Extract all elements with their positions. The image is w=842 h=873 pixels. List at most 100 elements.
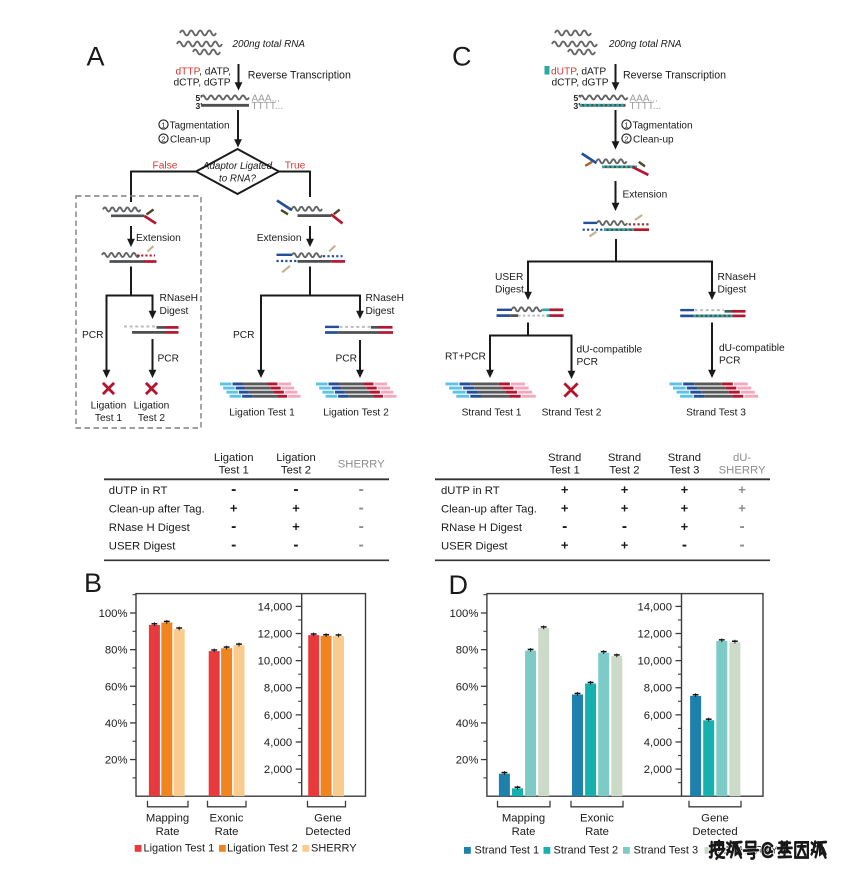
svg-text:Tagmentation: Tagmentation (170, 121, 230, 132)
svg-text:60%: 60% (105, 681, 128, 693)
svg-text:True: True (285, 161, 306, 172)
svg-text:8,000: 8,000 (264, 683, 292, 695)
svg-text:B: B (84, 568, 102, 598)
svg-text:-: - (231, 481, 236, 498)
svg-text:200ng total RNA: 200ng total RNA (608, 39, 682, 50)
svg-text:200ng total RNA: 200ng total RNA (232, 39, 306, 50)
svg-text:Digest: Digest (160, 306, 189, 317)
svg-text:dU-compatible: dU-compatible (577, 345, 643, 356)
svg-text:USER: USER (495, 272, 523, 283)
svg-text:4,000: 4,000 (264, 737, 292, 749)
svg-text:-: - (359, 518, 364, 535)
svg-text:Extension: Extension (257, 233, 302, 244)
svg-text:Reverse Transcription: Reverse Transcription (623, 70, 726, 82)
svg-text:1: 1 (624, 120, 628, 129)
svg-text:AAA...: AAA... (252, 94, 280, 105)
svg-text:Digest: Digest (366, 306, 395, 317)
svg-text:60%: 60% (456, 681, 479, 693)
svg-text:+: + (621, 482, 629, 497)
svg-text:+: + (292, 519, 300, 534)
svg-text:dU-: dU- (733, 452, 751, 464)
svg-text:dCTP, dGTP: dCTP, dGTP (552, 78, 609, 89)
svg-text:-: - (231, 518, 236, 535)
svg-text:PCR: PCR (577, 357, 599, 368)
svg-text:PCR: PCR (233, 330, 255, 341)
svg-text:Clean-up after Tag.: Clean-up after Tag. (109, 503, 205, 515)
svg-text:Clean-up: Clean-up (170, 135, 211, 146)
svg-text:80%: 80% (456, 645, 479, 657)
svg-text:-: - (231, 537, 236, 554)
svg-text:Strand Test 3: Strand Test 3 (686, 408, 746, 419)
svg-text:+: + (738, 500, 746, 515)
svg-text:Reverse Transcription: Reverse Transcription (248, 70, 351, 82)
svg-text:Extension: Extension (623, 190, 668, 201)
svg-text:Strand Test 1: Strand Test 1 (475, 845, 540, 857)
svg-text:Ligation: Ligation (276, 452, 316, 464)
svg-text:+: + (292, 500, 300, 515)
svg-text:3': 3' (574, 101, 581, 111)
svg-text:-: - (293, 537, 298, 554)
svg-text:+: + (738, 482, 746, 497)
svg-text:-: - (562, 518, 567, 535)
svg-text:Extension: Extension (136, 233, 181, 244)
svg-text:D: D (449, 570, 469, 600)
svg-text:SHERRY: SHERRY (719, 465, 766, 477)
svg-text:RNaseH: RNaseH (718, 272, 757, 283)
svg-text:Ligation Test 1: Ligation Test 1 (229, 408, 295, 419)
svg-text:1: 1 (161, 120, 165, 129)
svg-text:Exonic: Exonic (210, 813, 244, 825)
svg-text:RNase H Digest: RNase H Digest (109, 522, 191, 534)
svg-text:100%: 100% (449, 608, 478, 620)
svg-text:Strand Test 1: Strand Test 1 (462, 408, 522, 419)
svg-text:USER Digest: USER Digest (441, 541, 508, 553)
svg-text:14,000: 14,000 (637, 601, 672, 613)
svg-text:Test 2: Test 2 (609, 465, 639, 477)
svg-text:Detected: Detected (305, 826, 350, 838)
svg-text:+: + (621, 538, 629, 553)
svg-text:-: - (359, 499, 364, 516)
svg-text:Test 3: Test 3 (669, 465, 699, 477)
svg-text:+: + (681, 519, 689, 534)
svg-text:dTTP, dATP,: dTTP, dATP, (176, 67, 232, 78)
svg-text:6,000: 6,000 (264, 710, 292, 722)
svg-text:TTTT...: TTTT... (252, 101, 284, 112)
svg-text:+: + (561, 538, 569, 553)
svg-text:12,000: 12,000 (637, 629, 672, 641)
svg-text:SHERRY: SHERRY (311, 843, 357, 855)
svg-text:PCR: PCR (336, 354, 358, 365)
svg-text:Adaptor Ligated: Adaptor Ligated (202, 161, 273, 172)
svg-text:-: - (740, 537, 745, 554)
svg-text:Test 2: Test 2 (138, 413, 166, 424)
svg-text:Rate: Rate (585, 826, 609, 838)
svg-text:Strand Test 2: Strand Test 2 (554, 845, 619, 857)
svg-text:USER Digest: USER Digest (109, 541, 176, 553)
svg-text:Test 1: Test 1 (550, 465, 580, 477)
svg-text:Strand: Strand (608, 452, 641, 464)
svg-text:dUTP in RT: dUTP in RT (109, 485, 168, 497)
svg-text:20%: 20% (456, 755, 479, 767)
svg-text:Rate: Rate (156, 826, 180, 838)
svg-text:Ligation Test 1: Ligation Test 1 (144, 843, 215, 855)
svg-text:+: + (621, 500, 629, 515)
svg-text:Test 1: Test 1 (219, 465, 249, 477)
svg-text:10,000: 10,000 (258, 656, 293, 668)
svg-text:14,000: 14,000 (258, 601, 293, 613)
svg-text:False: False (153, 161, 178, 172)
svg-text:20%: 20% (105, 755, 128, 767)
svg-text:RT+PCR: RT+PCR (445, 352, 486, 363)
svg-text:5': 5' (574, 93, 581, 103)
svg-text:5': 5' (196, 93, 203, 103)
svg-text:Clean-up after Tag.: Clean-up after Tag. (441, 503, 537, 515)
svg-text:-: - (622, 518, 627, 535)
svg-text:PCR: PCR (82, 330, 104, 341)
svg-text:Mapping: Mapping (502, 813, 545, 825)
svg-text:8,000: 8,000 (644, 683, 672, 695)
svg-text:Ligation: Ligation (91, 401, 127, 412)
svg-text:Strand Test 3: Strand Test 3 (634, 845, 699, 857)
svg-text:Test 1: Test 1 (95, 413, 123, 424)
svg-text:2: 2 (161, 134, 165, 143)
svg-text:Ligation Test 2: Ligation Test 2 (323, 408, 389, 419)
svg-text:+: + (561, 500, 569, 515)
svg-text:100%: 100% (99, 608, 128, 620)
svg-text:AAA...: AAA... (630, 94, 658, 105)
